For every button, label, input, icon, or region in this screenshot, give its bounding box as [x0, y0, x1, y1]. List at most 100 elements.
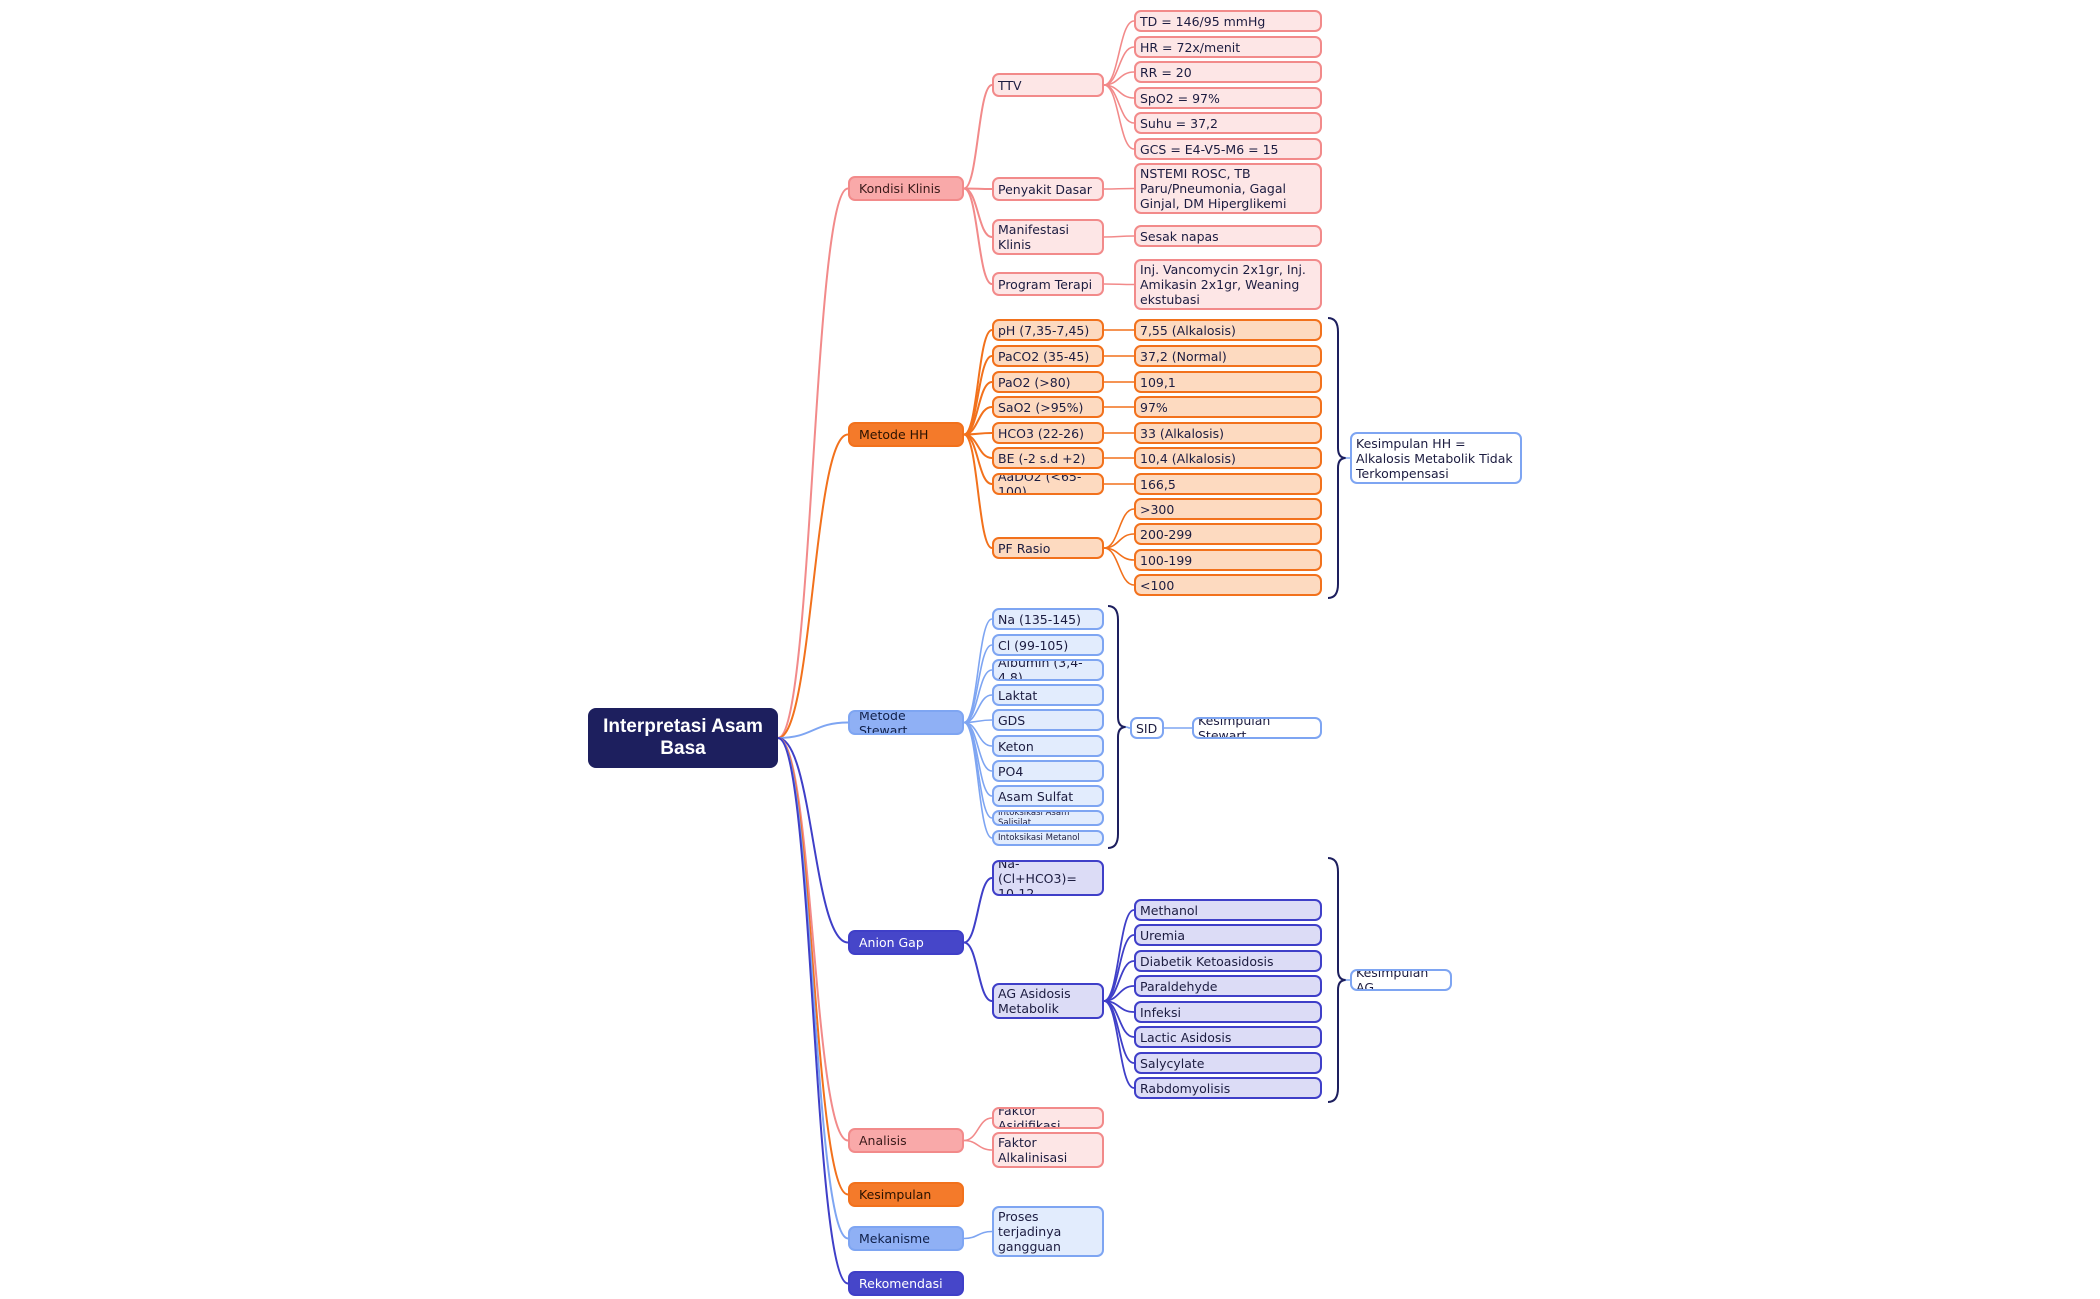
edge-hh-param-5 [963, 433, 993, 459]
stewart-item-1[interactable]: Cl (99-105) [992, 634, 1104, 656]
bracket-hh [1327, 317, 1347, 599]
penyakit-dasar-node[interactable]: Penyakit Dasar [992, 177, 1104, 201]
ag-item-3[interactable]: Paraldehyde [1134, 975, 1322, 997]
edge-hh-param-2 [963, 381, 993, 436]
edge-root-kesimpulan [777, 737, 849, 1196]
hh-value-3[interactable]: 97% [1134, 396, 1322, 418]
hh-param-4[interactable]: HCO3 (22-26) [992, 422, 1104, 444]
stewart-item-6[interactable]: PO4 [992, 760, 1104, 782]
manifestasi-value[interactable]: Sesak napas [1134, 225, 1322, 247]
hh-value-0[interactable]: 7,55 (Alkalosis) [1134, 319, 1322, 341]
ag-item-5[interactable]: Lactic Asidosis [1134, 1026, 1322, 1048]
pf-item-0[interactable]: >300 [1134, 498, 1322, 520]
penyakit-dasar-value[interactable]: NSTEMI ROSC, TB Paru/Pneumonia, Gagal Gi… [1134, 163, 1322, 214]
stewart-item-0[interactable]: Na (135-145) [992, 608, 1104, 630]
edge-ag-item-5 [1103, 1000, 1135, 1038]
branch-kesimpulan[interactable]: Kesimpulan [848, 1182, 964, 1207]
edge-ttv-2 [1103, 71, 1135, 86]
pf-item-1[interactable]: 200-299 [1134, 523, 1322, 545]
edge-hh-param-3 [963, 406, 993, 436]
kesimpulan-hh[interactable]: Kesimpulan HH = Alkalosis Metabolik Tida… [1350, 432, 1522, 484]
program-terapi-value[interactable]: Inj. Vancomycin 2x1gr, Inj. Amikasin 2x1… [1134, 259, 1322, 310]
hh-value-6[interactable]: 166,5 [1134, 473, 1322, 495]
ag-item-2[interactable]: Diabetik Ketoasidosis [1134, 950, 1322, 972]
edge-stewart-2 [963, 669, 993, 724]
pf-item-2[interactable]: 100-199 [1134, 549, 1322, 571]
hh-param-6[interactable]: AaDO2 (<65-100) [992, 473, 1104, 495]
root-topic[interactable]: Interpretasi Asam Basa [588, 708, 778, 768]
program-terapi-node[interactable]: Program Terapi [992, 272, 1104, 296]
edge-root-kondisi-klinis [777, 187, 849, 739]
hh-param-0[interactable]: pH (7,35-7,45) [992, 319, 1104, 341]
hh-value-5[interactable]: 10,4 (Alkalosis) [1134, 447, 1322, 469]
ttv-node[interactable]: TTV [992, 73, 1104, 97]
bracket-ag [1327, 857, 1347, 1103]
ttv-item-5[interactable]: GCS = E4-V5-M6 = 15 [1134, 138, 1322, 160]
edge-root-anion-gap [777, 737, 849, 944]
edge-pf-0 [1103, 508, 1135, 549]
edge-ag-item-2 [1103, 960, 1135, 1002]
ttv-item-3[interactable]: SpO2 = 97% [1134, 87, 1322, 109]
hh-param-1[interactable]: PaCO2 (35-45) [992, 345, 1104, 367]
edge-analisis-0 [963, 1117, 993, 1142]
branch-anion-gap[interactable]: Anion Gap [848, 930, 964, 955]
edge-stewart-6 [963, 721, 993, 772]
anion-gap-formula[interactable]: Na-(Cl+HCO3)= 10-12 [992, 860, 1104, 896]
edge-pt-value [1103, 283, 1135, 286]
branch-metode-hh[interactable]: Metode HH [848, 422, 964, 447]
edge-ag-item-3 [1103, 985, 1135, 1002]
stewart-item-9[interactable]: Intoksikasi Metanol [992, 830, 1104, 846]
edge-ag-item-6 [1103, 1000, 1135, 1064]
branch-metode-stewart[interactable]: Metode Stewart [848, 710, 964, 735]
ttv-item-1[interactable]: HR = 72x/menit [1134, 36, 1322, 58]
ag-item-4[interactable]: Infeksi [1134, 1001, 1322, 1023]
edge-root-rekomendasi [777, 737, 849, 1285]
hh-value-4[interactable]: 33 (Alkalosis) [1134, 422, 1322, 444]
sid-node[interactable]: SID [1130, 717, 1164, 739]
hh-param-2[interactable]: PaO2 (>80) [992, 371, 1104, 393]
edge-kk-pd [963, 187, 993, 190]
stewart-item-4[interactable]: GDS [992, 709, 1104, 731]
edge-root-analisis [777, 737, 849, 1142]
ttv-item-4[interactable]: Suhu = 37,2 [1134, 112, 1322, 134]
analisis-item-1[interactable]: Faktor Alkalinisasi [992, 1132, 1104, 1168]
hh-value-1[interactable]: 37,2 (Normal) [1134, 345, 1322, 367]
ag-item-1[interactable]: Uremia [1134, 924, 1322, 946]
branch-kondisi-klinis[interactable]: Kondisi Klinis [848, 176, 964, 201]
ag-item-6[interactable]: Salycylate [1134, 1052, 1322, 1074]
branch-rekomendasi[interactable]: Rekomendasi [848, 1271, 964, 1296]
manifestasi-node[interactable]: Manifestasi Klinis [992, 219, 1104, 255]
stewart-item-3[interactable]: Laktat [992, 684, 1104, 706]
pf-item-3[interactable]: <100 [1134, 574, 1322, 596]
edge-stewart-0 [963, 618, 993, 724]
analisis-item-0[interactable]: Faktor Asidifikasi [992, 1107, 1104, 1129]
ag-item-0[interactable]: Methanol [1134, 899, 1322, 921]
edge-pf-2 [1103, 547, 1135, 561]
edge-stewart-1 [963, 644, 993, 724]
stewart-item-5[interactable]: Keton [992, 735, 1104, 757]
edge-ag-item-1 [1103, 934, 1135, 1002]
stewart-item-7[interactable]: Asam Sulfat [992, 785, 1104, 807]
edge-pf-3 [1103, 547, 1135, 586]
edge-kk-mk [963, 187, 993, 238]
edge-hh-param-4 [963, 432, 993, 436]
ag-item-7[interactable]: Rabdomyolisis [1134, 1077, 1322, 1099]
branch-analisis[interactable]: Analisis [848, 1128, 964, 1153]
mekanisme-item-0[interactable]: Proses terjadinya gangguan [992, 1206, 1104, 1257]
hh-param-5[interactable]: BE (-2 s.d +2) [992, 447, 1104, 469]
edge-pd-value [1103, 187, 1135, 190]
hh-value-2[interactable]: 109,1 [1134, 371, 1322, 393]
edge-stewart-7 [963, 721, 993, 797]
kesimpulan-ag[interactable]: Kesimpulan AG [1350, 969, 1452, 991]
hh-param-3[interactable]: SaO2 (>95%) [992, 396, 1104, 418]
ttv-item-2[interactable]: RR = 20 [1134, 61, 1322, 83]
stewart-item-2[interactable]: Albumin (3,4-4,8) [992, 659, 1104, 681]
pf-rasio-node[interactable]: PF Rasio [992, 537, 1104, 559]
stewart-item-8[interactable]: Intoksikasi Asam Salisilat [992, 810, 1104, 826]
kesimpulan-stewart[interactable]: Kesimpulan Stewart [1192, 717, 1322, 739]
edge-ttv-4 [1103, 84, 1135, 124]
branch-mekanisme[interactable]: Mekanisme [848, 1226, 964, 1251]
ttv-item-0[interactable]: TD = 146/95 mmHg [1134, 10, 1322, 32]
ag-asidosis-node[interactable]: AG Asidosis Metabolik [992, 983, 1104, 1019]
